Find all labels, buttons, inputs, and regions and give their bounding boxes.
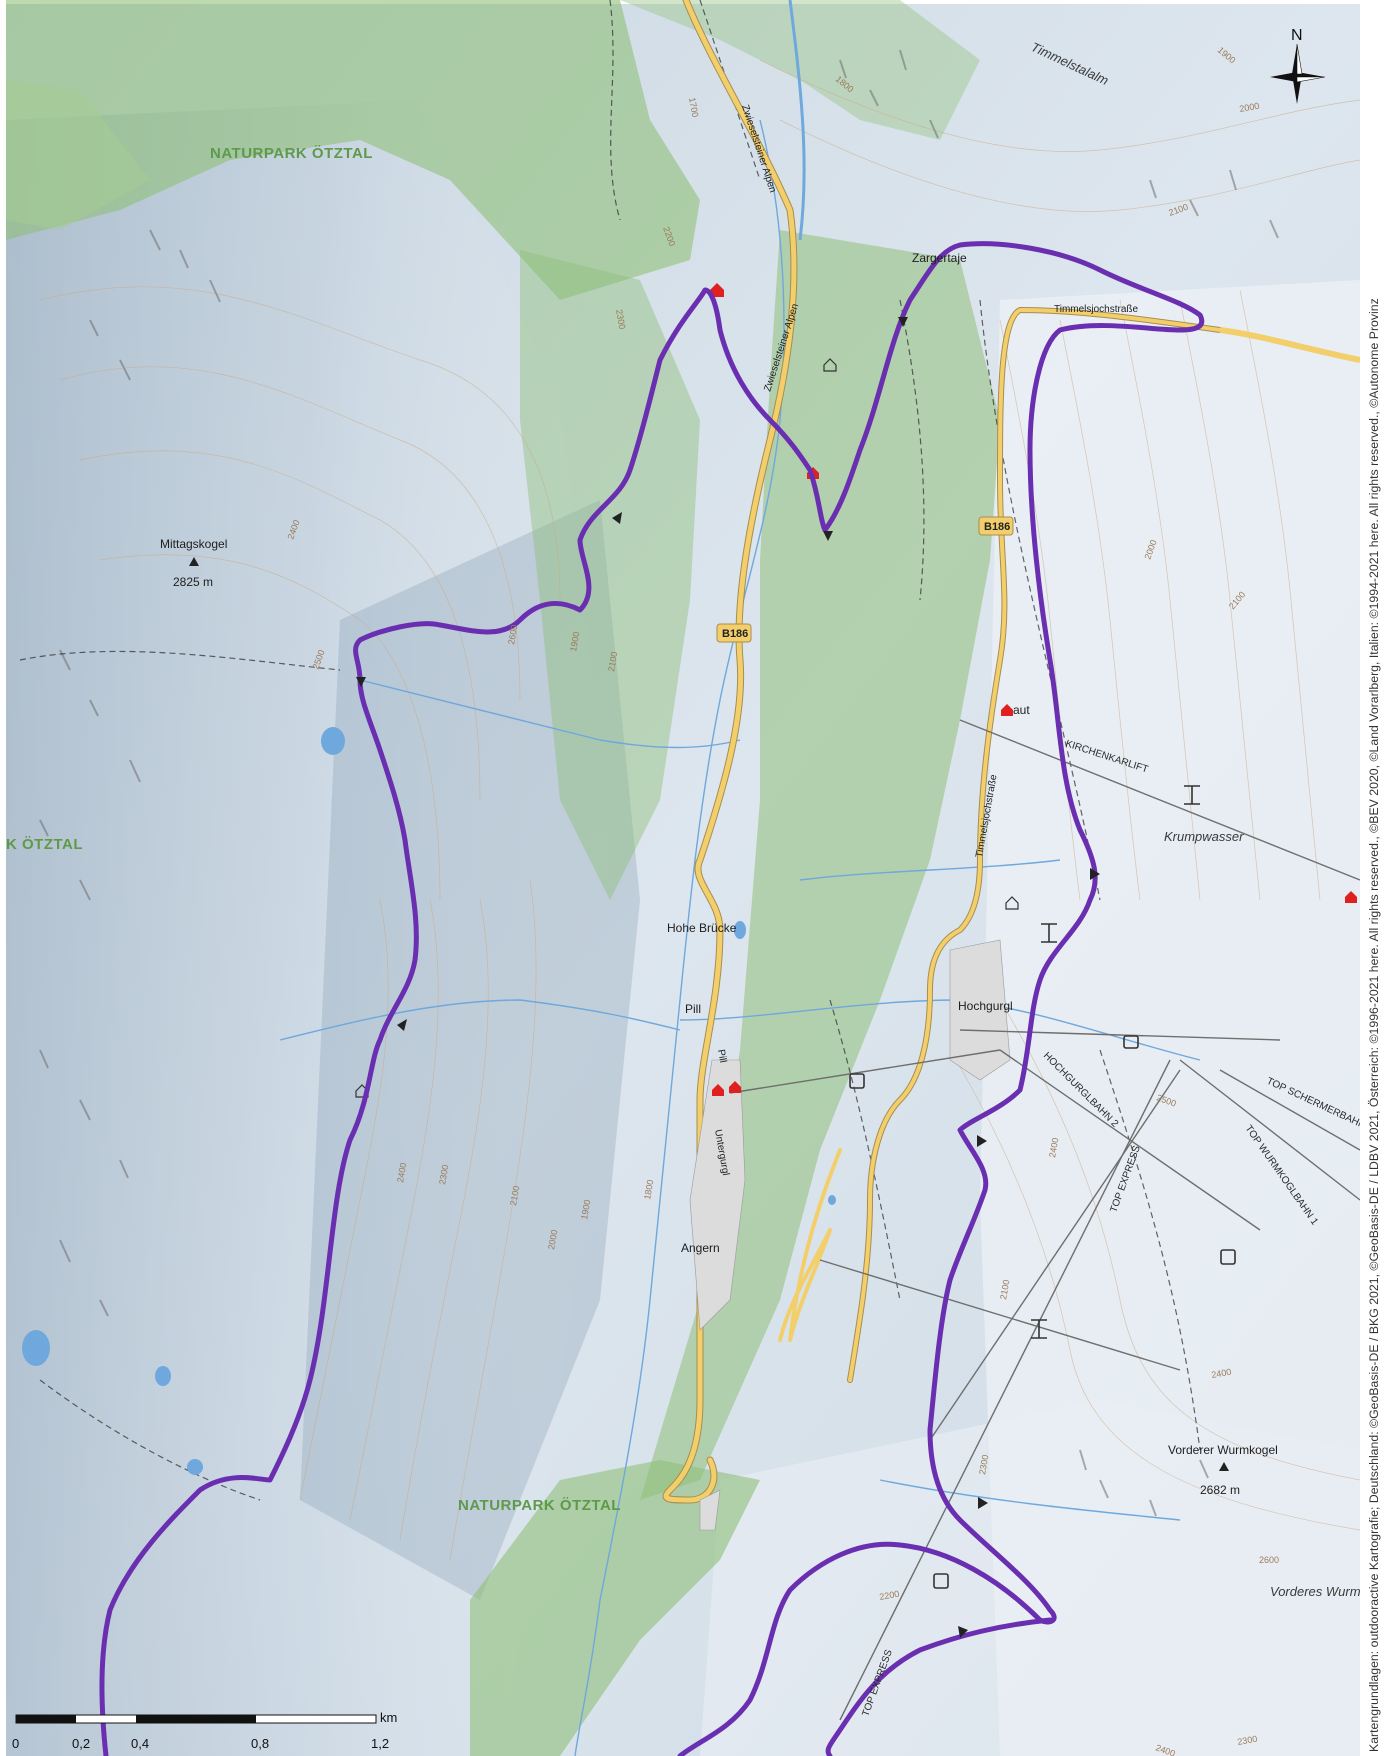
peak-vorderer-wurmkogel-name: Vorderer Wurmkogel — [1168, 1443, 1278, 1457]
svg-text:2400: 2400 — [1211, 1367, 1232, 1380]
svg-text:B186: B186 — [984, 521, 1010, 533]
white-frame-left — [0, 0, 6, 1756]
road-label-timmelsjoch-1: Timmelsjochstraße — [1054, 304, 1139, 315]
peak-markers — [189, 557, 1229, 1471]
ski-lifts — [729, 719, 1361, 1721]
svg-text:2100: 2100 — [998, 1279, 1011, 1300]
label-angern: Angern — [681, 1241, 720, 1255]
shaded-slope-central — [300, 500, 640, 1600]
park-label-west: K ÖTZTAL — [6, 836, 83, 853]
label-zargertaje: Zargertaje — [912, 251, 967, 265]
road-b186 — [662, 0, 1223, 1504]
lift-stations — [849, 785, 1236, 1589]
svg-text:2400: 2400 — [1047, 1137, 1060, 1158]
svg-text:2100: 2100 — [508, 1185, 521, 1206]
svg-text:2300: 2300 — [1237, 1734, 1258, 1747]
park-label-north: NATURPARK ÖTZTAL — [210, 145, 373, 162]
lakes — [22, 727, 836, 1475]
settlements — [689, 939, 1011, 1531]
road-b186-east — [1219, 327, 1361, 363]
meadow-green-west — [6, 80, 150, 230]
svg-text:2600: 2600 — [506, 624, 519, 645]
label-vorderes-wurm: Vorderes Wurm — [1270, 1584, 1361, 1599]
scale-tick-3: 0,8 — [251, 1736, 269, 1751]
hiking-route — [99, 241, 1205, 1756]
svg-text:2300: 2300 — [437, 1164, 450, 1185]
road-label-pill: Pill — [715, 1049, 728, 1064]
shaded-slope-west — [6, 100, 620, 1756]
snow-east — [980, 280, 1360, 1756]
svg-text:1900: 1900 — [568, 631, 581, 652]
contour-labels: 1700 1800 1900 2000 2100 2200 2300 2400 … — [285, 45, 1279, 1756]
forest-south — [470, 1460, 760, 1756]
attribution-text: Kartengrundlagen: outdooractive Kartogra… — [1367, 298, 1381, 1752]
label-krumpwasser: Krumpwasser — [1164, 829, 1244, 844]
peak-vorderer-wurmkogel-elevation: 2682 m — [1200, 1483, 1240, 1497]
svg-text:2600: 2600 — [1259, 1555, 1279, 1565]
svg-text:2300: 2300 — [977, 1454, 990, 1475]
rivers — [279, 119, 1201, 1756]
scale-tick-2: 0,4 — [131, 1736, 149, 1751]
rock-hatching — [39, 49, 1279, 1517]
attribution-strip — [1360, 0, 1385, 1756]
white-frame-top — [0, 0, 1360, 4]
peak-mittagskogel-name: Mittagskogel — [160, 537, 227, 551]
svg-text:2200: 2200 — [879, 1589, 900, 1602]
park-label-south: NATURPARK ÖTZTAL — [458, 1497, 621, 1514]
svg-text:2000: 2000 — [546, 1229, 559, 1250]
svg-text:1700: 1700 — [687, 97, 700, 118]
road-shield-b186-a: B186 — [716, 623, 752, 643]
compass-rose-icon: N — [1270, 27, 1326, 104]
label-pill: Pill — [685, 1002, 701, 1016]
svg-text:2400: 2400 — [395, 1162, 408, 1183]
svg-text:1800: 1800 — [642, 1179, 655, 1200]
contour-lines — [39, 59, 1361, 1561]
svg-text:1900: 1900 — [579, 1199, 592, 1220]
scale-tick-4: 1,2 — [371, 1736, 389, 1751]
scale-tick-0: 0 — [12, 1736, 19, 1751]
forest-north — [6, 0, 700, 300]
svg-text:2300: 2300 — [614, 309, 627, 330]
svg-text:2100: 2100 — [606, 651, 619, 672]
label-hohe-brucke: Hohe Brücke — [667, 921, 737, 935]
svg-text:2000: 2000 — [1239, 101, 1260, 114]
peak-mittagskogel-elevation: 2825 m — [173, 575, 213, 589]
scale-unit: km — [380, 1710, 397, 1725]
river-main-wide — [788, 0, 806, 241]
road-shield-b186-b: B186 — [978, 516, 1014, 536]
snow-south — [700, 1400, 1360, 1756]
label-hochgurgl: Hochgurgl — [958, 999, 1013, 1013]
svg-text:B186: B186 — [722, 628, 748, 640]
forest-north-2 — [620, 0, 980, 140]
scale-bar: 0 0,2 0,4 0,8 1,2 km — [12, 1710, 397, 1751]
route-arrows — [356, 317, 1100, 1638]
compass-north-label: N — [1291, 27, 1303, 44]
forest-central — [520, 250, 700, 900]
label-aut: aut — [1013, 703, 1030, 717]
scale-tick-1: 0,2 — [72, 1736, 90, 1751]
